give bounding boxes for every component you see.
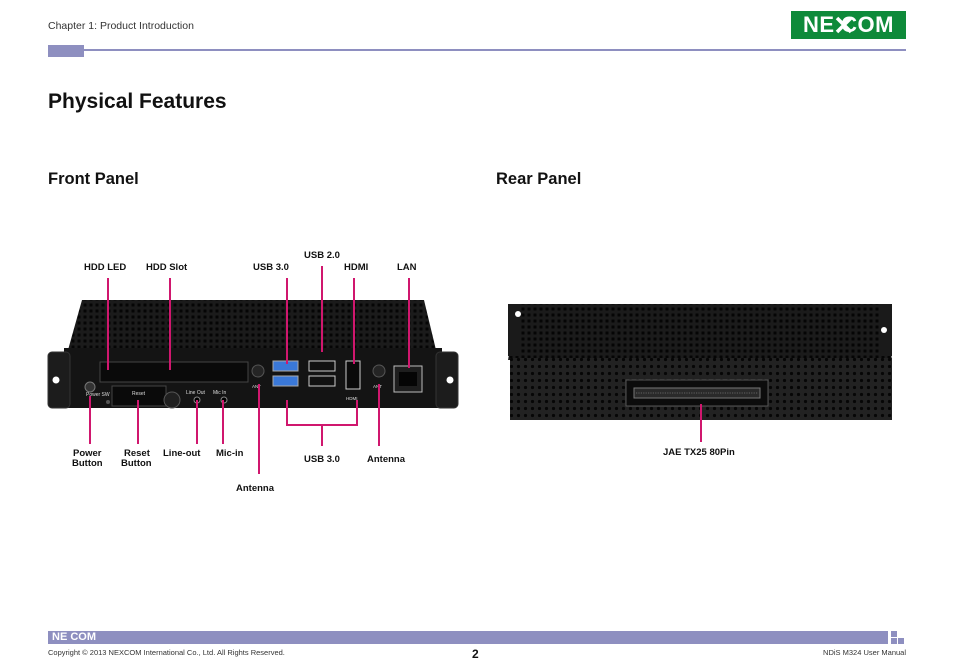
label-antenna-right: Antenna [367, 454, 405, 465]
reset-text: Reset [132, 391, 146, 397]
footer-square-2 [891, 638, 897, 644]
footer-square-3 [898, 638, 904, 644]
page-number: 2 [472, 647, 479, 661]
label-connector: JAE TX25 80Pin [663, 447, 735, 458]
line-out-text: Line Out [186, 390, 206, 396]
ant-text-1: ANT [252, 384, 261, 389]
label-usb30-bottom: USB 3.0 [304, 454, 340, 465]
line-usb30-bottom-a [286, 400, 288, 426]
ant-text-2: ANT [373, 384, 382, 389]
footer-logo: NE COM [52, 631, 96, 643]
line-reset [137, 400, 139, 444]
mic-in-text: Mic In [213, 390, 227, 396]
label-antenna-left: Antenna [236, 483, 274, 494]
nexcom-logo: NE COM [791, 11, 906, 39]
line-micin [222, 400, 224, 444]
line-antenna-right [378, 384, 380, 446]
rear-panel-title: Rear Panel [496, 170, 582, 188]
line-antenna-left [258, 384, 260, 474]
chapter-title: Chapter 1: Product Introduction [48, 20, 194, 32]
logo-text: NE COM [803, 12, 894, 37]
label-lineout: Line-out [163, 448, 201, 459]
label-power-2: Button [72, 458, 103, 469]
label-hdd-led: HDD LED [84, 262, 127, 273]
label-usb20: USB 2.0 [304, 250, 340, 261]
line-lan [408, 278, 410, 368]
footer-bar [48, 631, 888, 644]
logo-x-icon [835, 16, 853, 34]
line-usb30-bottom-b [356, 400, 358, 426]
hdmi-small-text: HDMI [346, 396, 358, 401]
line-lineout [196, 400, 198, 444]
footer-copyright: Copyright © 2013 NEXCOM International Co… [48, 648, 285, 657]
label-hdd-slot: HDD Slot [146, 262, 188, 273]
line-hdd-led [107, 278, 109, 370]
line-hdmi [353, 278, 355, 364]
footer-square-1 [891, 631, 897, 637]
label-micin: Mic-in [216, 448, 244, 459]
label-power-1: Power [73, 448, 102, 459]
line-usb20 [321, 266, 323, 352]
line-usb30-bottom-stem [321, 424, 323, 446]
label-hdmi: HDMI [344, 262, 369, 273]
front-panel-image: Power SW Reset Line Out Mic In ANT ANT H… [47, 300, 459, 409]
label-reset-2: Button [121, 458, 152, 469]
label-reset-1: Reset [124, 448, 150, 459]
label-lan: LAN [397, 262, 417, 273]
line-power [89, 396, 91, 444]
power-sw-text: Power SW [86, 392, 110, 398]
line-usb30-top [286, 278, 288, 364]
label-usb30-top: USB 3.0 [253, 262, 289, 273]
front-panel-title: Front Panel [48, 170, 139, 188]
line-connector [700, 404, 702, 442]
header-rule [84, 49, 906, 51]
line-hdd-slot [169, 278, 171, 370]
page-title: Physical Features [48, 90, 227, 113]
manual-title: NDiS M324 User Manual [823, 648, 906, 657]
header-accent-block [48, 45, 84, 57]
